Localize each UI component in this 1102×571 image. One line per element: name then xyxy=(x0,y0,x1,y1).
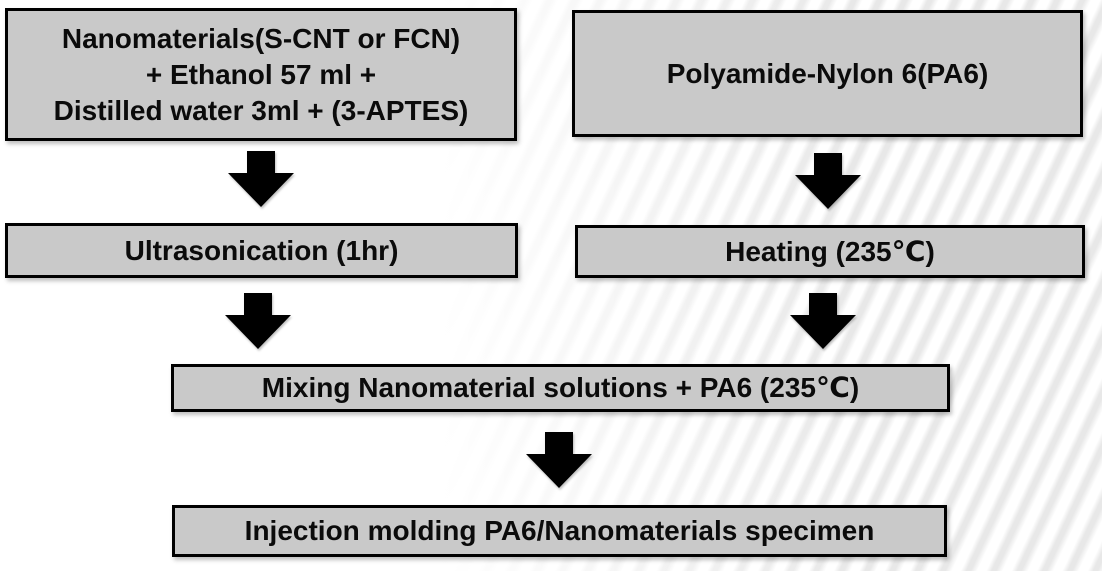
node-mixing-label: Mixing Nanomaterial solutions + PA6 (235… xyxy=(261,372,860,403)
down-arrow-head xyxy=(526,454,592,488)
node-nanomaterials-line1: Nanomaterials(S-CNT or FCN) xyxy=(61,22,461,54)
down-arrow-stem xyxy=(545,432,573,454)
node-polyamide-nylon: Polyamide-Nylon 6(PA6) xyxy=(572,10,1083,137)
node-nanomaterials-line3: Distilled water 3ml + (3-APTES) xyxy=(53,94,469,126)
down-arrow-head xyxy=(228,173,294,207)
down-arrow-icon xyxy=(225,293,291,349)
down-arrow-head xyxy=(795,175,861,209)
node-heating-label: Heating (235℃) xyxy=(725,235,935,267)
down-arrow-head xyxy=(790,315,856,349)
node-mixing-solutions: Mixing Nanomaterial solutions + PA6 (235… xyxy=(171,364,950,412)
down-arrow-stem xyxy=(809,293,837,315)
down-arrow-icon xyxy=(228,151,294,207)
down-arrow-icon xyxy=(795,153,861,209)
node-ultrasonication: Ultrasonication (1hr) xyxy=(5,223,518,278)
down-arrow-icon xyxy=(790,293,856,349)
node-ultrasonication-label: Ultrasonication (1hr) xyxy=(124,234,399,266)
node-injection-label: Injection molding PA6/Nanomaterials spec… xyxy=(244,515,875,546)
node-nanomaterials-line2: + Ethanol 57 ml + xyxy=(145,58,377,90)
node-heating: Heating (235℃) xyxy=(575,225,1085,278)
down-arrow-stem xyxy=(247,151,275,173)
node-polyamide-label: Polyamide-Nylon 6(PA6) xyxy=(666,57,989,89)
down-arrow-icon xyxy=(526,432,592,488)
down-arrow-stem xyxy=(244,293,272,315)
down-arrow-stem xyxy=(814,153,842,175)
down-arrow-head xyxy=(225,315,291,349)
node-nanomaterials-mixture: Nanomaterials(S-CNT or FCN) + Ethanol 57… xyxy=(5,8,517,141)
node-injection-molding: Injection molding PA6/Nanomaterials spec… xyxy=(172,505,947,557)
